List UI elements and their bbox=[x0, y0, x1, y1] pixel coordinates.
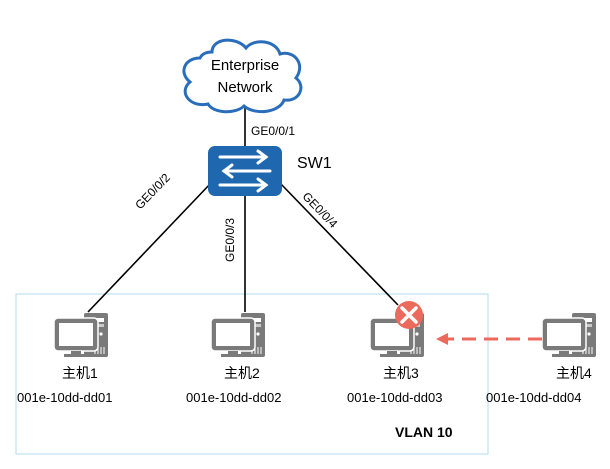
host4-computer-icon bbox=[541, 312, 597, 358]
host1-mac: 001e-10dd-dd01 bbox=[17, 390, 113, 405]
cloud-icon bbox=[182, 38, 303, 114]
port-label-p3: GE0/0/3 bbox=[223, 217, 237, 262]
host4-mac: 001e-10dd-dd04 bbox=[486, 390, 582, 405]
vlan-boundary bbox=[15, 293, 489, 455]
cloud-label: Enterprise Network bbox=[185, 55, 305, 99]
link-host1 bbox=[87, 182, 212, 313]
link-host3 bbox=[279, 182, 399, 306]
host1-computer-icon bbox=[53, 312, 109, 358]
host3-mac: 001e-10dd-dd03 bbox=[347, 390, 443, 405]
error-x-icon bbox=[395, 301, 423, 329]
port-label-uplink: GE0/0/1 bbox=[251, 124, 296, 138]
host2-name: 主机2 bbox=[224, 365, 260, 381]
host2-computer-icon bbox=[210, 312, 266, 358]
blocked-traffic-arrow bbox=[436, 333, 542, 345]
vlan-label: VLAN 10 bbox=[395, 424, 453, 440]
host3-name: 主机3 bbox=[383, 365, 419, 381]
cloud-label-line2: Network bbox=[217, 79, 273, 96]
switch-label: SW1 bbox=[297, 155, 332, 172]
host4-name: 主机4 bbox=[556, 365, 592, 381]
host2-mac: 001e-10dd-dd02 bbox=[186, 390, 282, 405]
host1-name: 主机1 bbox=[62, 365, 98, 381]
switch-icon bbox=[208, 146, 282, 196]
cloud-label-line1: Enterprise bbox=[210, 57, 280, 74]
